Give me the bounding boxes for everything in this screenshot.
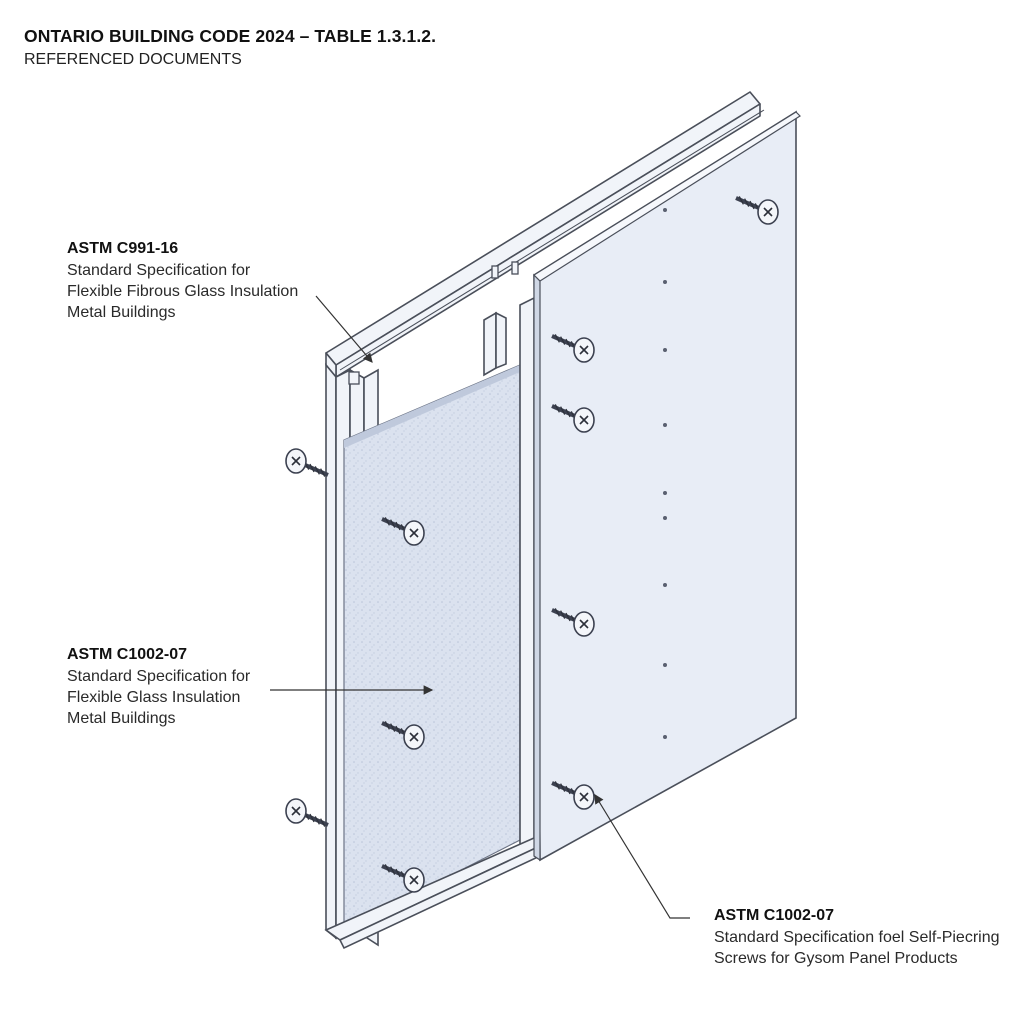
- callout-astm-c1002-insulation: ASTM C1002-07 Standard Specification for…: [67, 644, 250, 729]
- insulation-batt: [343, 364, 521, 931]
- leader-line-top: [315, 295, 373, 363]
- diagram-subtitle: REFERENCED DOCUMENTS: [24, 51, 242, 68]
- callout-line: Metal Buildings: [67, 304, 176, 321]
- diagram-title: ONTARIO BUILDING CODE 2024 – TABLE 1.3.1…: [24, 26, 437, 46]
- screw-icon: [381, 864, 425, 893]
- screw-icon: [285, 798, 329, 827]
- callout-line: Flexible Glass Insulation: [67, 689, 241, 706]
- callout-code: ASTM C991-16: [67, 240, 179, 257]
- screw-icon: [381, 721, 425, 750]
- diagram-header: ONTARIO BUILDING CODE 2024 – TABLE 1.3.1…: [24, 26, 436, 69]
- screw-icon: [551, 404, 595, 433]
- top-clip: [348, 261, 519, 385]
- screw-icon: [551, 781, 595, 810]
- leader-lines: [270, 295, 690, 919]
- callout-astm-c991: ASTM C991-16 Standard Specification for …: [67, 238, 298, 323]
- screws: [285, 196, 779, 893]
- screw-icon: [551, 608, 595, 637]
- screw-icon: [735, 196, 779, 225]
- leader-line-bottom: [594, 793, 690, 919]
- callout-code: ASTM C1002-07: [67, 646, 188, 663]
- callout-line: Metal Buildings: [67, 710, 176, 727]
- callout-astm-c1002-screws: ASTM C1002-07 Standard Specification foe…: [714, 905, 1000, 969]
- screw-icon: [285, 448, 329, 477]
- callout-line: Flexible Fibrous Glass Insulation: [67, 283, 299, 300]
- callout-line: Screws for Gysom Panel Products: [714, 950, 958, 967]
- gypsum-panel: [533, 110, 801, 862]
- screw-icon: [381, 517, 425, 546]
- callout-code: ASTM C1002-07: [714, 907, 835, 924]
- callout-line: Standard Specification foel Self-Piecrin…: [714, 929, 1000, 946]
- screw-icon: [551, 334, 595, 363]
- callout-line: Standard Specification for: [67, 668, 251, 685]
- right-stud: [519, 296, 535, 854]
- callout-line: Standard Specification for: [67, 262, 251, 279]
- top-track: [325, 91, 765, 378]
